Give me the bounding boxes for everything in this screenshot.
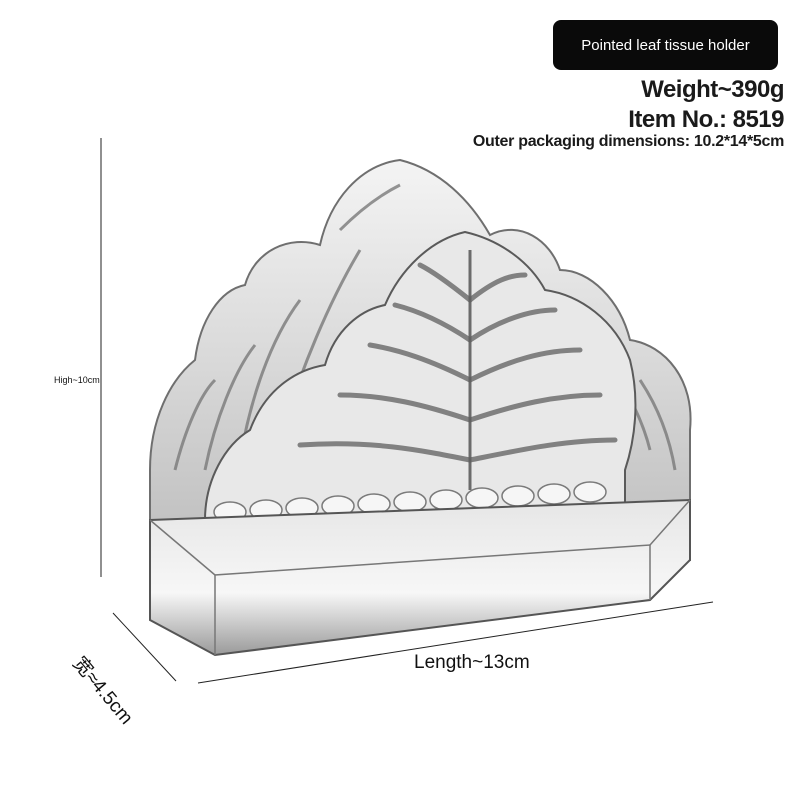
product-title-badge: Pointed leaf tissue holder [553, 20, 778, 70]
weight-spec: Weight~390g [641, 76, 784, 103]
height-dimension-label: High~10cm [54, 375, 100, 385]
item-number-spec: Item No.: 8519 [628, 106, 784, 133]
width-dimension-line [112, 612, 177, 682]
product-title: Pointed leaf tissue holder [581, 36, 750, 54]
length-dimension-label: Length~13cm [414, 652, 530, 673]
packaging-dimensions-spec: Outer packaging dimensions: 10.2*14*5cm [472, 133, 784, 150]
leaf-tissue-holder-icon [149, 158, 692, 657]
length-dimension-line [197, 601, 714, 684]
